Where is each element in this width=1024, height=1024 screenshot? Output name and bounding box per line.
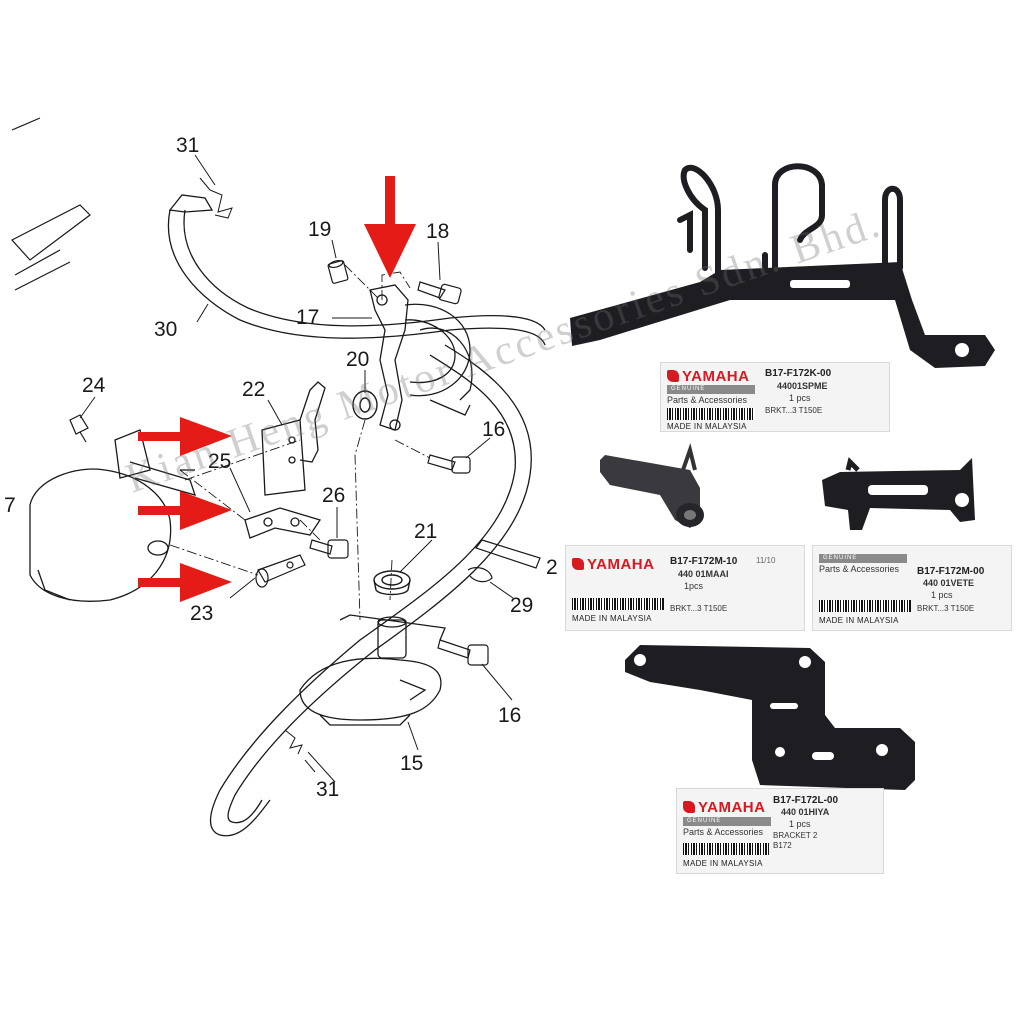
bracket-25 (244, 507, 322, 539)
bolt-26 (309, 539, 349, 559)
callout-25: 25 (208, 450, 231, 473)
callout-31-top: 31 (176, 134, 199, 157)
arrow-right-3 (138, 563, 232, 602)
hose-31-loop (209, 344, 532, 837)
fitting-2 (475, 539, 541, 569)
leader-lines (169, 264, 431, 621)
parts-accessories: Parts & Accessories (667, 395, 748, 405)
made-in: MADE IN MALAYSIA (819, 616, 899, 625)
bracket-photo-1 (570, 163, 995, 368)
clip-24 (69, 414, 89, 443)
bolt-18 (417, 281, 462, 305)
part-desc: BRKT...3 T150E (670, 604, 728, 613)
callout-16-upper: 16 (482, 418, 505, 441)
callout-21: 21 (414, 520, 437, 543)
part-desc: BRKT...3 T150E (917, 604, 975, 613)
callout-leaders (79, 154, 514, 783)
bracket-photo-3 (822, 457, 975, 530)
callout-19: 19 (308, 218, 331, 241)
callout-numbers: 31 19 18 17 30 24 22 20 16 25 26 21 23 2… (4, 134, 558, 801)
part-qty: 1pcs (684, 581, 704, 591)
callout-20: 20 (346, 348, 369, 371)
callout-29: 29 (510, 594, 533, 617)
barcode (683, 843, 769, 855)
made-in: MADE IN MALAYSIA (683, 859, 763, 868)
clip-31-bottom (284, 729, 316, 773)
part-code-2: 440 01HIYA (781, 807, 830, 817)
part-code: B17-F172M-10 (670, 556, 738, 567)
tank-15 (299, 614, 446, 726)
clip-31-top (199, 177, 233, 219)
made-in: MADE IN MALAYSIA (572, 614, 652, 623)
barcode (667, 408, 755, 420)
bracket-photo-2 (600, 443, 704, 528)
handwritten-note: 11/10 (756, 556, 776, 565)
part-code: B17-F172M-00 (917, 566, 985, 577)
callout-18: 18 (426, 220, 449, 243)
barcode (819, 600, 911, 612)
bracket-22 (261, 381, 326, 496)
part-code-2: 44001SPME (777, 381, 828, 391)
part-desc: BRKT...3 T150E (765, 406, 823, 415)
part-qty: 1 pcs (789, 819, 811, 829)
bracket-17 (369, 284, 473, 431)
part-code-2: 440 01MAAI (678, 569, 729, 579)
callout-7: 7 (4, 494, 16, 517)
part-label-4: YAMAHA GENUINE Parts & Accessories B17-F… (676, 788, 884, 874)
parts-accessories: Parts & Accessories (819, 564, 900, 574)
genuine-strip: GENUINE (819, 554, 907, 563)
made-in: MADE IN MALAYSIA (667, 422, 747, 431)
callout-15: 15 (400, 752, 423, 775)
barcode (572, 598, 664, 610)
arrow-down (364, 176, 416, 278)
hose-30 (167, 194, 546, 346)
frame-lines (11, 117, 91, 291)
part-label-1: YAMAHA GENUINE Parts & Accessories MADE … (660, 362, 890, 432)
part-label-3: GENUINE Parts & Accessories B17-F172M-00… (812, 545, 1012, 631)
bracket-photo-4 (625, 645, 915, 790)
parts-accessories: Parts & Accessories (683, 827, 764, 837)
bracket-23 (255, 554, 306, 588)
arrow-right-2 (138, 491, 232, 530)
part-qty: 1 pcs (789, 393, 811, 403)
part-code: B17-F172K-00 (765, 368, 832, 379)
yamaha-logo: YAMAHA (572, 556, 654, 573)
callout-31-bottom: 31 (316, 778, 339, 801)
part-desc-2: B172 (773, 841, 792, 850)
clip-29 (467, 567, 493, 583)
yamaha-logo: YAMAHA (667, 368, 749, 385)
arrow-right-1 (138, 417, 232, 456)
callout-26: 26 (322, 484, 345, 507)
bolt-16-upper (427, 454, 471, 474)
callout-16-lower: 16 (498, 704, 521, 727)
part-desc: BRACKET 2 (773, 831, 818, 840)
callout-22: 22 (242, 378, 265, 401)
grommet-20 (352, 390, 378, 420)
red-arrows (138, 176, 416, 602)
yamaha-logo: YAMAHA (683, 799, 765, 816)
callout-17: 17 (296, 306, 319, 329)
callout-30: 30 (154, 318, 177, 341)
tank-7 (29, 429, 197, 602)
part-code: B17-F172L-00 (773, 795, 839, 806)
collar-19 (327, 259, 349, 284)
genuine-strip: GENUINE (683, 817, 771, 826)
grommet-21 (373, 570, 411, 596)
genuine-strip: GENUINE (667, 385, 755, 394)
bolt-16-lower (437, 639, 489, 666)
callout-2: 2 (546, 556, 558, 579)
part-code-2: 440 01VETE (923, 578, 975, 588)
part-qty: 1 pcs (931, 590, 953, 600)
callout-23: 23 (190, 602, 213, 625)
callout-24: 24 (82, 374, 106, 397)
part-label-2: YAMAHA B17-F172M-10 11/10 440 01MAAI 1pc… (565, 545, 805, 631)
